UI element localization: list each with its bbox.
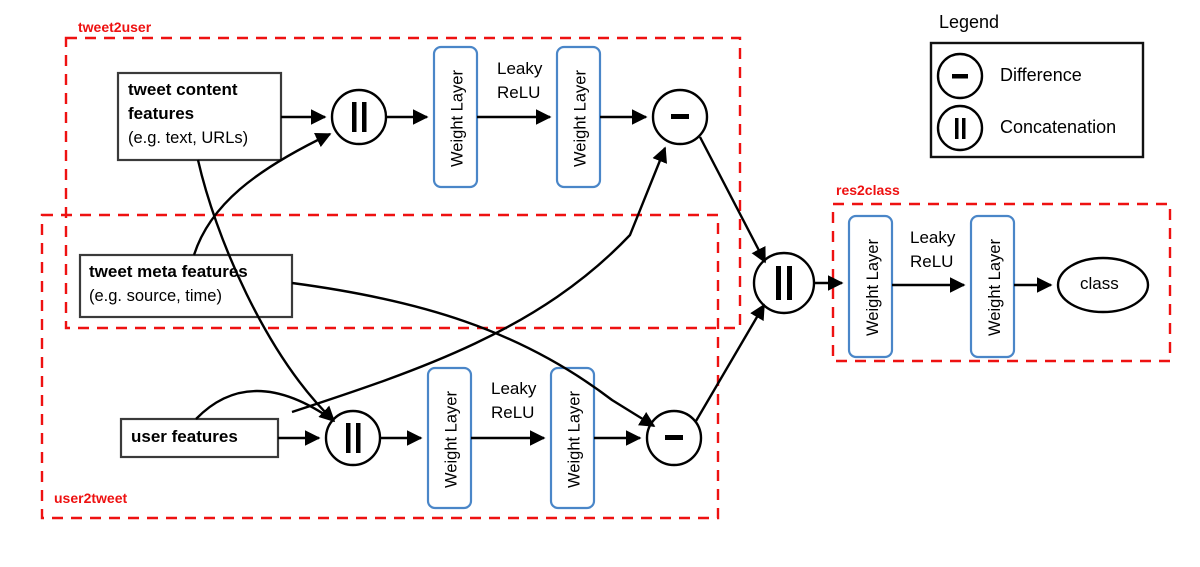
- activation-label-u2t-line1: Leaky: [491, 379, 537, 398]
- concat-node-center: [752, 251, 816, 315]
- tweet-meta-features-line2: (e.g. source, time): [89, 287, 222, 305]
- legend-minus-glyph: [952, 74, 968, 79]
- edge-tweetcontent-to-concat-bottom: [196, 159, 336, 423]
- edge-difference-bottom-to-concat-center: [694, 303, 766, 422]
- tweet-meta-features-line1: tweet meta features: [89, 262, 248, 281]
- concat-node-bottom: [324, 409, 382, 467]
- group-box-user2tweet: [40, 213, 720, 520]
- tweet-content-features-line1: tweet content: [128, 80, 238, 99]
- edge-tweetmeta-to-difference-bottom: [291, 281, 656, 428]
- legend-title: Legend: [939, 12, 1000, 32]
- concat-center-glyph: [776, 266, 792, 300]
- activation-label-r2c-line1: Leaky: [910, 228, 956, 247]
- weight-layer-box-r2c-2: [969, 214, 1016, 359]
- edge-tweetmeta-to-concat-top: [192, 132, 332, 256]
- weight-layer-label-t2u-1: Weight Layer: [448, 70, 467, 167]
- tweet-content-features-line3: (e.g. text, URLs): [128, 129, 249, 147]
- concat-bottom-glyph: [346, 423, 361, 453]
- difference-top-glyph: [671, 114, 689, 119]
- group-label-user2tweet: user2tweet: [54, 490, 128, 506]
- activation-label-t2u-line1: Leaky: [497, 59, 543, 78]
- tweet-content-features-line2: features: [128, 104, 195, 123]
- weight-layer-box-r2c-1: [847, 214, 894, 359]
- group-label-tweet2user: tweet2user: [78, 19, 152, 35]
- class-output-ellipse: [1056, 256, 1150, 314]
- concat-top-glyph: [352, 102, 367, 132]
- concat-node-top: [330, 88, 388, 146]
- difference-bottom-glyph: [665, 435, 683, 440]
- weight-layer-label-t2u-2: Weight Layer: [571, 70, 590, 167]
- weight-layer-label-u2t-1: Weight Layer: [442, 391, 461, 488]
- activation-label-r2c-line2: ReLU: [910, 252, 954, 271]
- activation-label-u2t-line2: ReLU: [491, 403, 535, 422]
- weight-layer-label-r2c-1: Weight Layer: [864, 239, 882, 336]
- class-output-label: class: [1080, 274, 1119, 293]
- edge-userfeatures-to-difference-top: [291, 146, 667, 414]
- legend-item-label-difference: Difference: [1000, 65, 1082, 85]
- tweet-meta-features-box: [78, 253, 294, 319]
- legend-concat-circle-icon: [936, 104, 984, 152]
- weight-layer-label-r2c-2: Weight Layer: [986, 239, 1004, 336]
- group-label-res2class: res2class: [836, 182, 900, 198]
- activation-label-t2u-line2: ReLU: [497, 83, 541, 102]
- group-box-tweet2user: [64, 36, 742, 330]
- legend-item-label-concatenation: Concatenation: [1000, 117, 1117, 137]
- edge-difference-top-to-concat-center: [698, 136, 767, 264]
- legend-concat-glyph: [955, 118, 966, 139]
- edge-userfeatures-arc-to-concat-bottom: [195, 390, 335, 422]
- user-features-line1: user features: [131, 427, 238, 446]
- weight-layer-label-u2t-2: Weight Layer: [565, 391, 584, 488]
